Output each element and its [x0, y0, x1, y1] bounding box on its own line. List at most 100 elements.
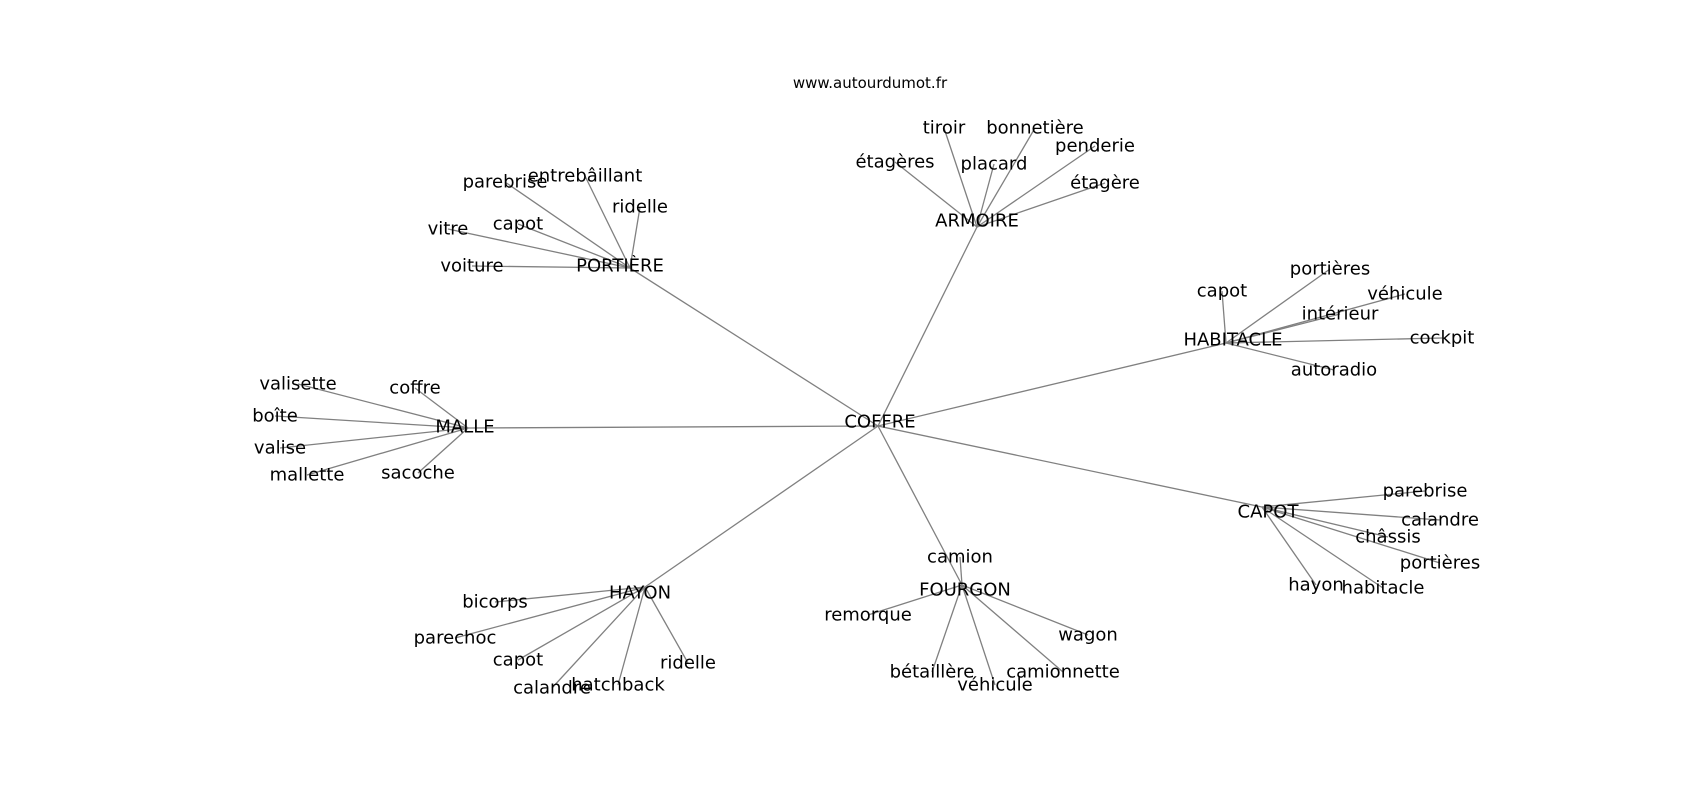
- edge-root-to-hub: [877, 425, 1263, 508]
- leaf-node-label: ridelle: [660, 653, 716, 674]
- leaf-node-label: hatchback: [571, 675, 665, 696]
- edge-hub-to-leaf: [447, 228, 631, 269]
- leaf-node-label: mallette: [270, 465, 345, 486]
- edge-root-to-hub: [629, 267, 879, 427]
- leaf-node-label: étagères: [855, 152, 934, 173]
- edge-root-to-hub: [877, 342, 1227, 427]
- edges-layer: [274, 127, 1443, 689]
- leaf-node-label: véhicule: [957, 675, 1033, 696]
- edge-hub-to-leaf: [471, 265, 631, 269]
- leaf-node-label: parebrise: [1383, 481, 1468, 502]
- edge-hub-to-leaf: [976, 127, 1036, 228]
- leaf-node-label: intérieur: [1302, 304, 1379, 325]
- leaf-node-label: hayon: [1288, 575, 1344, 596]
- leaf-node-label: bicorps: [462, 592, 528, 613]
- leaf-node-label: cockpit: [1410, 328, 1475, 349]
- edge-root-to-hub: [467, 425, 879, 429]
- edge-hub-to-leaf: [297, 383, 469, 429]
- leaf-node-label: bétaillère: [890, 662, 975, 683]
- edge-hub-to-leaf: [1225, 313, 1341, 344]
- leaf-node-label: parechoc: [414, 628, 497, 649]
- edge-hub-to-leaf: [417, 427, 469, 474]
- leaf-node-label: capot: [493, 214, 543, 235]
- hub-node-label: FOURGON: [919, 580, 1011, 601]
- hub-node-label: HAYON: [609, 583, 671, 604]
- edge-hub-to-leaf: [959, 556, 963, 586]
- edge-hub-to-leaf: [1261, 506, 1441, 521]
- edge-hub-to-leaf: [1261, 490, 1426, 508]
- edge-hub-to-leaf: [867, 584, 963, 616]
- leaf-node-label: calandre: [1401, 510, 1479, 531]
- edge-root-to-hub: [877, 226, 978, 427]
- edge-hub-to-leaf: [1221, 290, 1227, 344]
- edge-hub-to-leaf: [617, 586, 646, 686]
- watermark-text: www.autourdumot.fr: [793, 74, 948, 92]
- edge-hub-to-leaf: [629, 206, 641, 269]
- edge-root-to-hub: [877, 425, 963, 586]
- edge-hub-to-leaf: [1261, 506, 1317, 586]
- edge-hub-to-leaf: [1261, 506, 1389, 538]
- leaf-node-label: parebrise: [463, 172, 548, 193]
- leaf-node-label: remorque: [824, 605, 912, 626]
- hub-node-label: CAPOT: [1238, 502, 1300, 523]
- edge-hub-to-leaf: [943, 127, 978, 228]
- edge-hub-to-leaf: [961, 584, 996, 686]
- leaf-node-label: camion: [927, 547, 993, 568]
- leaf-node-label: coffre: [389, 378, 440, 399]
- edge-hub-to-leaf: [961, 584, 1064, 673]
- labels-layer: COFFREPORTIÈREparebriseentrebâillantride…: [252, 118, 1480, 699]
- leaf-node-label: penderie: [1055, 136, 1135, 157]
- edge-hub-to-leaf: [1225, 337, 1443, 344]
- leaf-node-label: vitre: [428, 219, 469, 240]
- leaf-node-label: portières: [1400, 553, 1480, 574]
- leaf-node-label: voiture: [440, 256, 503, 277]
- leaf-node-label: camionnette: [1006, 662, 1120, 683]
- leaf-node-label: wagon: [1058, 625, 1118, 646]
- edge-hub-to-leaf: [931, 584, 963, 673]
- root-node-label: COFFRE: [844, 412, 915, 433]
- edge-hub-to-leaf: [644, 586, 689, 664]
- hub-node-label: MALLE: [435, 417, 494, 438]
- edge-hub-to-leaf: [1225, 268, 1331, 344]
- leaf-node-label: bonnetière: [986, 118, 1084, 139]
- leaf-node-label: valisette: [259, 374, 336, 395]
- leaf-node-label: capot: [1197, 281, 1247, 302]
- edge-hub-to-leaf: [494, 586, 646, 603]
- leaf-node-label: châssis: [1355, 527, 1420, 548]
- edge-root-to-hub: [644, 425, 879, 588]
- leaf-node-label: portières: [1290, 259, 1370, 280]
- edge-hub-to-leaf: [517, 223, 631, 269]
- hub-node-label: ARMOIRE: [935, 211, 1019, 232]
- edge-hub-to-leaf: [274, 415, 469, 429]
- leaf-node-label: entrebâillant: [528, 166, 643, 187]
- leaf-node-label: tiroir: [923, 118, 966, 139]
- leaf-node-label: valise: [254, 438, 306, 459]
- edge-hub-to-leaf: [454, 586, 646, 639]
- edge-hub-to-leaf: [976, 145, 1096, 228]
- edge-hub-to-leaf: [1261, 506, 1384, 589]
- leaf-node-label: sacoche: [381, 463, 455, 484]
- leaf-node-label: calandre: [513, 678, 591, 699]
- edge-hub-to-leaf: [1261, 506, 1441, 564]
- edge-hub-to-leaf: [976, 163, 995, 228]
- edge-hub-to-leaf: [894, 161, 978, 228]
- leaf-node-label: placard: [961, 154, 1028, 175]
- edge-hub-to-leaf: [961, 584, 1089, 636]
- hub-node-label: HABITACLE: [1183, 330, 1282, 351]
- leaf-node-label: habitacle: [1342, 578, 1425, 599]
- edge-hub-to-leaf: [976, 182, 1106, 228]
- leaf-node-label: boîte: [252, 406, 298, 427]
- edge-hub-to-leaf: [551, 586, 646, 689]
- edge-hub-to-leaf: [279, 427, 469, 449]
- leaf-node-label: ridelle: [612, 197, 668, 218]
- edge-hub-to-leaf: [504, 181, 631, 269]
- leaf-node-label: capot: [493, 650, 543, 671]
- edge-hub-to-leaf: [1225, 342, 1335, 371]
- edge-hub-to-leaf: [584, 175, 631, 269]
- edge-hub-to-leaf: [414, 387, 469, 429]
- leaf-node-label: véhicule: [1367, 284, 1443, 305]
- edge-hub-to-leaf: [517, 586, 646, 661]
- leaf-node-label: autoradio: [1291, 360, 1377, 381]
- hub-node-label: PORTIÈRE: [576, 255, 664, 277]
